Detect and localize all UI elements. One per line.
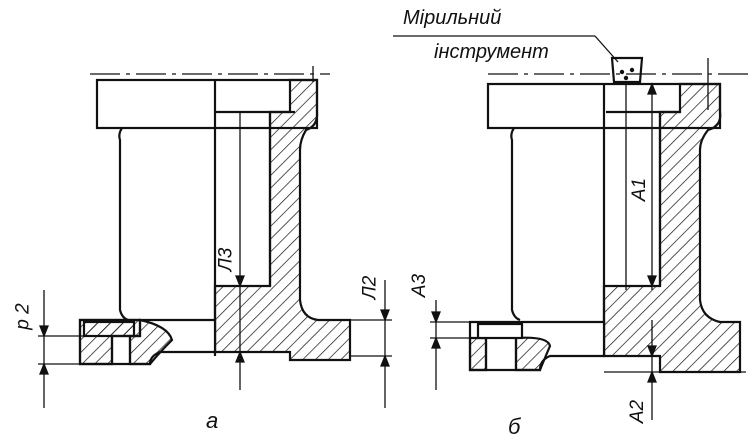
dim-a2-label: А2: [627, 399, 649, 424]
dim-p2-label: р 2: [12, 303, 34, 330]
dim-a1-label: А1: [629, 177, 651, 202]
dim-a3-label: А3: [409, 273, 431, 298]
view-b-part: [468, 56, 742, 374]
view-b-dimension-lines: [393, 35, 748, 420]
view-a-top-flange: [95, 78, 319, 130]
view-a-part: [78, 78, 352, 366]
tool-label-line2: інструмент: [434, 41, 549, 63]
dim-l3-label: Л3: [215, 247, 237, 272]
view-a-barrel-outline: [118, 127, 129, 322]
tool-label-line1: Мірильний: [403, 7, 502, 29]
caption-a: а: [206, 408, 219, 433]
view-a-dimension-lines: [38, 66, 392, 408]
dim-l2-label: Л2: [359, 275, 381, 300]
view-a-section: [213, 78, 352, 362]
view-b-barrel-outline: [510, 127, 521, 322]
caption-b: б: [508, 414, 521, 439]
measuring-instrument: [610, 56, 644, 84]
